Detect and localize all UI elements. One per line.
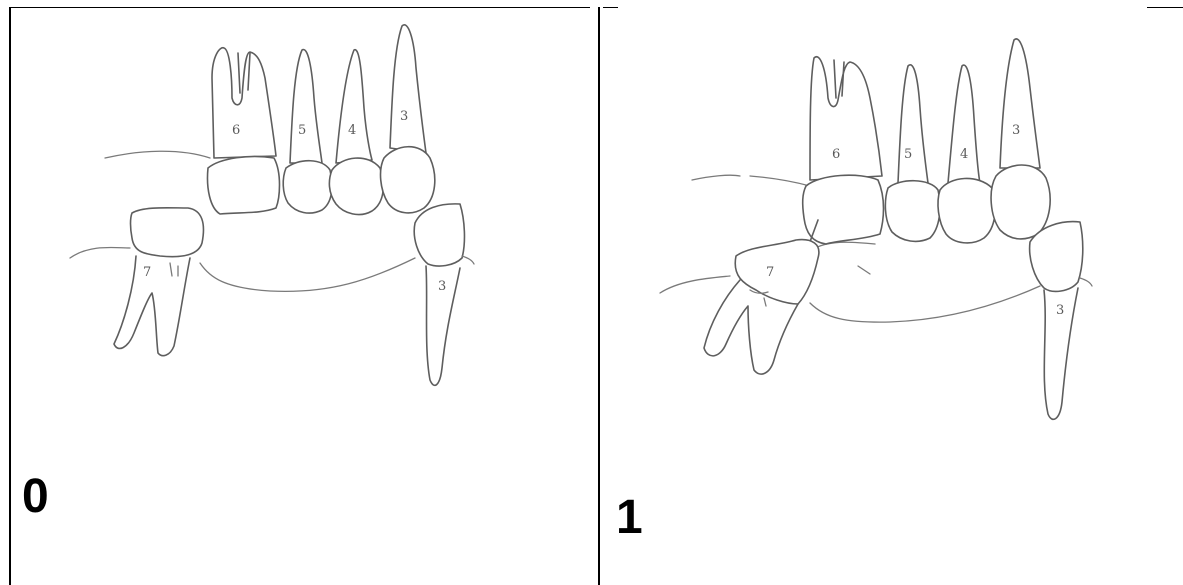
upper-6-root <box>212 48 276 158</box>
upper-6-label: 6 <box>832 147 840 162</box>
upper-5-crown <box>885 181 940 242</box>
lower-3-gum-tail <box>462 256 474 264</box>
upper-gum-line <box>692 175 810 186</box>
lower-3-gum-tail <box>1080 278 1092 286</box>
upper-3-label: 3 <box>400 109 408 124</box>
lower-3-label: 3 <box>438 279 446 294</box>
upper-4-root <box>948 65 980 183</box>
upper-6-crown <box>208 156 280 214</box>
dental-drawing-0: 6 5 4 3 7 3 <box>10 8 598 585</box>
lower-7-crown <box>131 208 204 257</box>
lower-3-label: 3 <box>1056 303 1064 318</box>
panel-label-0: 0 <box>22 473 49 521</box>
upper-4-label: 4 <box>348 123 356 138</box>
upper-3-root <box>390 25 426 153</box>
upper-6-label: 6 <box>232 123 240 138</box>
lower-gum-line <box>70 247 415 291</box>
upper-5-root <box>290 50 322 163</box>
upper-4-root <box>336 50 372 163</box>
upper-3-root <box>1000 39 1040 168</box>
lower-7-root-mark <box>170 263 178 276</box>
upper-4-label: 4 <box>960 147 968 162</box>
upper-3-crown <box>381 147 435 213</box>
upper-3-label: 3 <box>1012 123 1020 138</box>
dental-drawing-1: 6 5 4 3 7 3 <box>600 8 1183 585</box>
lower-gum-line <box>660 242 1040 322</box>
lower-7-crown <box>735 240 819 304</box>
upper-4-crown <box>938 178 995 242</box>
upper-gum-line <box>105 151 210 158</box>
upper-5-label: 5 <box>904 147 912 162</box>
upper-5-root <box>898 65 928 183</box>
panel-1: 6 5 4 3 7 3 1 <box>600 8 1183 585</box>
upper-4-crown <box>329 158 383 214</box>
upper-5-label: 5 <box>298 123 306 138</box>
panel-0: 6 5 4 3 7 3 0 <box>10 8 598 585</box>
upper-6-crown <box>803 175 884 244</box>
panel-label-1: 1 <box>616 494 643 542</box>
lower-3-crown <box>414 204 464 266</box>
midline-mark <box>858 266 870 274</box>
upper-6-root <box>810 57 882 180</box>
lower-7-label: 7 <box>143 265 151 280</box>
upper-3-crown <box>991 165 1050 239</box>
upper-5-crown <box>283 161 332 213</box>
lower-7-label: 7 <box>766 265 774 280</box>
